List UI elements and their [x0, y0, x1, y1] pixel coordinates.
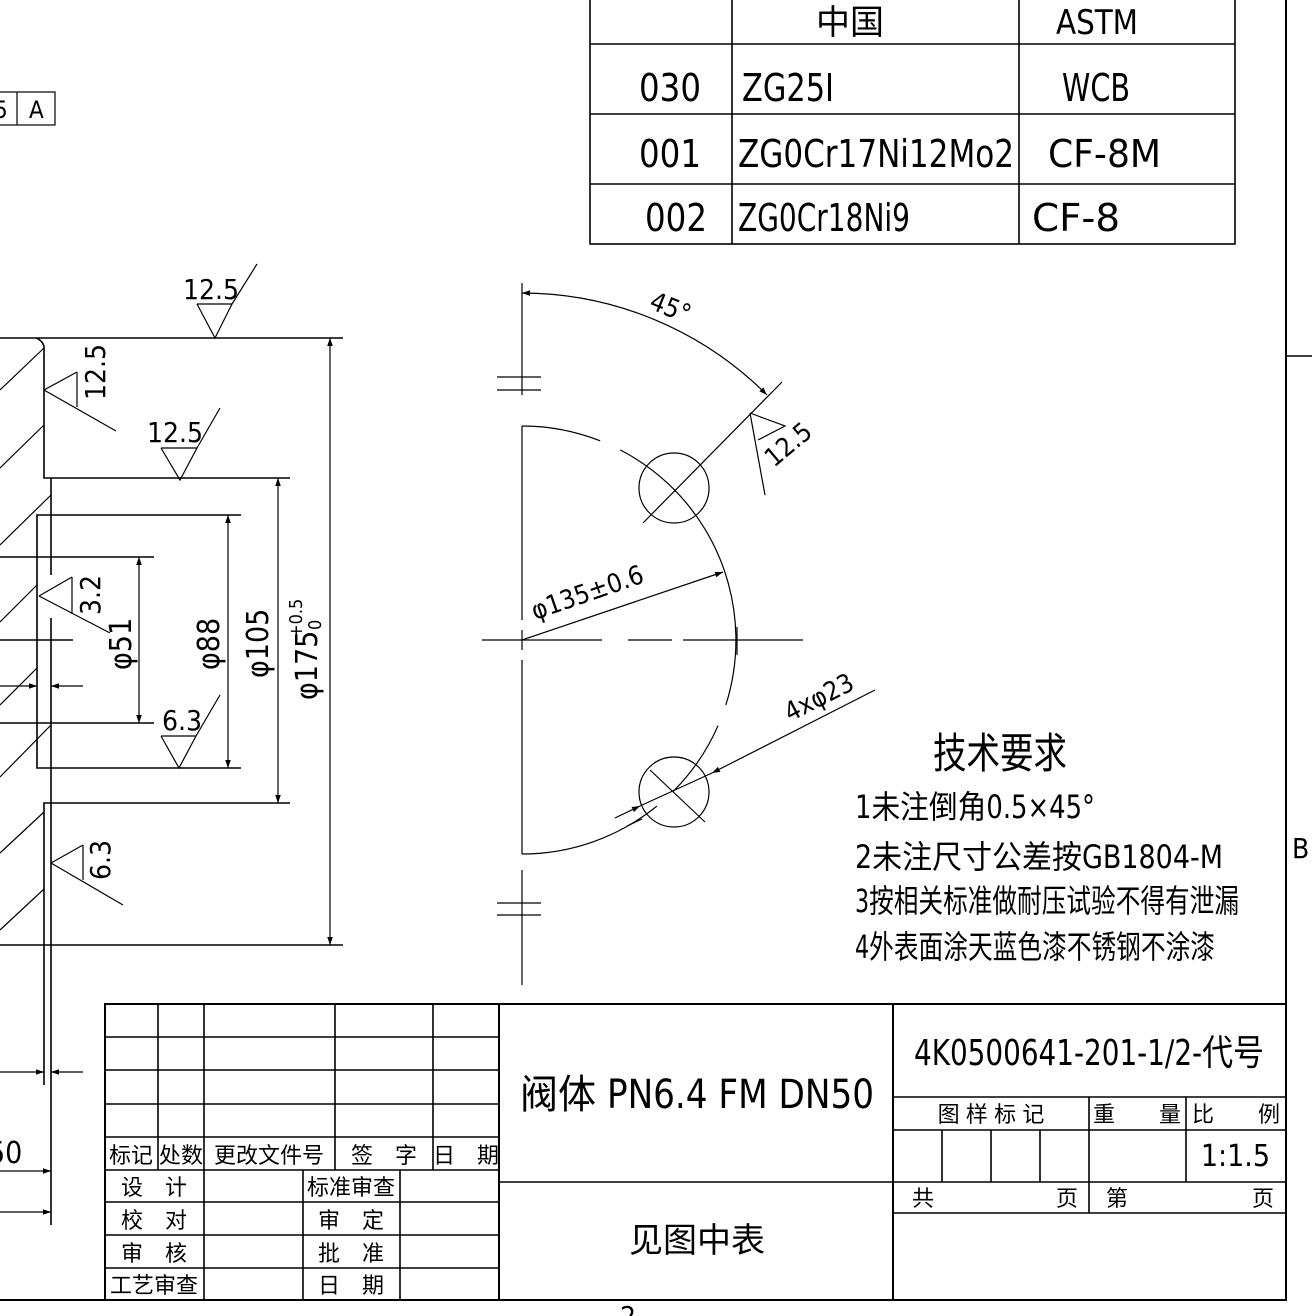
- material-cn: ZG25I: [742, 66, 834, 110]
- header-signature: 签 字: [351, 1144, 417, 1169]
- technical-requirements: 技术要求 1未注倒角0.5×45° 2未注尺寸公差按GB1804-M 3按相关标…: [855, 729, 1239, 966]
- roughness-value: 12.5: [759, 417, 818, 473]
- material-reference: 见图中表: [629, 1221, 765, 1261]
- label-check: 校 对: [121, 1209, 187, 1234]
- label-review: 审 核: [121, 1242, 187, 1267]
- geometric-tolerance-frame: 5 A: [0, 91, 56, 126]
- label-authorize: 批 准: [318, 1242, 384, 1267]
- part-name: 阀体 PN6.4 FM DN50: [520, 1072, 874, 1118]
- roughness-value: 3.2: [74, 575, 107, 615]
- zone-number: 2: [620, 1300, 636, 1316]
- length-dimension: 50: [0, 1136, 22, 1171]
- label-sheet: 第: [1106, 1187, 1128, 1212]
- diameter-88-label: φ88: [192, 618, 227, 670]
- label-pattern-mark: 图 样 标 记: [938, 1103, 1045, 1128]
- label-process-review: 工艺审查: [110, 1274, 198, 1299]
- tech-requirements-title: 技术要求: [933, 729, 1067, 778]
- section-hatching: [0, 347, 52, 931]
- roughness-symbol: 12.5: [183, 263, 258, 340]
- roughness-value: 6.3: [162, 704, 202, 737]
- section-view: 50 φ51 φ88 φ105 φ175 +0.5 0 12.5 12.5 12…: [0, 263, 343, 1225]
- material-cn: ZG0Cr18Ni9: [738, 196, 910, 240]
- material-code: 002: [645, 196, 707, 240]
- roughness-symbol: 12.5: [43, 344, 117, 432]
- material-table: 中国 ASTM 030 ZG25I WCB 001 ZG0Cr17Ni12Mo2…: [589, 0, 1236, 245]
- material-cn: ZG0Cr17Ni12Mo2: [738, 132, 1014, 176]
- diameter-175-label: φ175 +0.5 0: [286, 599, 326, 700]
- label-page: 页: [1056, 1187, 1078, 1212]
- diameter-105-label: φ105: [241, 609, 276, 678]
- zone-letter: B: [1292, 832, 1309, 865]
- requirement-item: 1未注倒角0.5×45°: [855, 788, 1095, 826]
- label-standard-review: 标准审查: [307, 1176, 395, 1201]
- bolt-circle-dimension: φ135±0.6: [528, 560, 648, 626]
- material-code: 001: [639, 132, 701, 176]
- roughness-value: 12.5: [79, 344, 112, 400]
- requirement-item: 3按相关标准做耐压试验不得有泄漏: [855, 882, 1239, 920]
- table-row: 002 ZG0Cr18Ni9 CF-8: [645, 196, 1120, 240]
- angle-label: 45°: [645, 287, 695, 330]
- drawing-number: 4K0500641-201-1/2-代号: [914, 1033, 1264, 1074]
- label-design: 设 计: [121, 1176, 187, 1201]
- label-total: 共: [912, 1187, 934, 1212]
- roughness-symbol: 3.2: [38, 575, 111, 634]
- roughness-value: 12.5: [183, 273, 239, 306]
- diameter-175-value: φ175: [290, 631, 325, 700]
- bolt-hole-dimension: 4xφ23: [780, 668, 859, 728]
- roughness-symbol: 12.5: [749, 412, 818, 496]
- flange-view: 45° 12.5 φ135±0.6 4xφ23: [482, 283, 876, 985]
- roughness-symbol: 6.3: [50, 840, 124, 906]
- bolt-circle: [521, 425, 737, 855]
- roughness-symbol: 12.5: [147, 407, 221, 482]
- material-astm: CF-8M: [1048, 132, 1161, 176]
- datum-label: A: [29, 96, 44, 124]
- tolerance-value: 5: [0, 96, 8, 124]
- table-row: 001 ZG0Cr17Ni12Mo2 CF-8M: [639, 132, 1161, 176]
- material-astm: WCB: [1062, 66, 1130, 110]
- header-count: 处数: [159, 1144, 203, 1169]
- requirement-item: 2未注尺寸公差按GB1804-M: [855, 838, 1223, 876]
- label-approval: 审 定: [318, 1209, 384, 1234]
- scale-value: 1:1.5: [1201, 1139, 1270, 1174]
- material-code: 030: [639, 66, 701, 110]
- bolt-hole: [638, 756, 710, 828]
- bolt-hole: [638, 452, 710, 524]
- table-row: 030 ZG25I WCB: [639, 66, 1130, 110]
- material-astm: CF-8: [1032, 196, 1120, 240]
- label-page: 页: [1252, 1187, 1274, 1212]
- header-change-doc: 更改文件号: [214, 1144, 324, 1169]
- requirement-item: 4外表面涂天蓝色漆不锈钢不涂漆: [855, 928, 1215, 966]
- title-block: 标记 处数 更改文件号 签 字 日 期 设 计 校 对 审 核 工艺审查 标准审…: [104, 1003, 1287, 1301]
- lower-tolerance: 0: [305, 620, 326, 630]
- header-mark: 标记: [109, 1144, 153, 1169]
- header-china: 中国: [816, 3, 884, 43]
- header-astm: ASTM: [1056, 3, 1138, 43]
- header-date: 日 期: [433, 1144, 499, 1169]
- label-weight: 重 量: [1093, 1103, 1181, 1128]
- label-scale: 比 例: [1192, 1103, 1280, 1128]
- label-date: 日 期: [318, 1274, 384, 1299]
- diameter-51-label: φ51: [104, 618, 139, 670]
- upper-tolerance: +0.5: [286, 599, 307, 638]
- roughness-value: 6.3: [84, 840, 117, 880]
- roughness-symbol: 6.3: [160, 694, 221, 770]
- roughness-value: 12.5: [147, 416, 203, 449]
